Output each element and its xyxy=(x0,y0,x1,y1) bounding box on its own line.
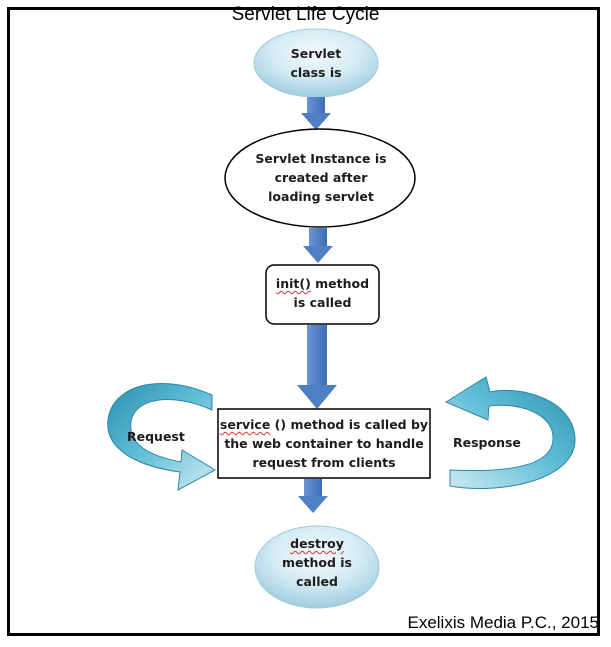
service-rest: () method is called by xyxy=(270,417,429,432)
diagram-title: Servlet Life Cycle xyxy=(231,4,380,25)
start-node-label: Servlet class is xyxy=(256,44,376,82)
instance-line-2: created after xyxy=(274,170,368,185)
service-line-2: the web container to handle xyxy=(224,436,424,451)
diagram-frame xyxy=(7,7,600,636)
init-rest: method xyxy=(310,276,370,291)
copyright-footer: Exelixis Media P.C., 2015 xyxy=(407,613,599,632)
start-line-1: Servlet xyxy=(290,46,342,61)
start-line-2: class is xyxy=(290,65,342,80)
arrow-down-3 xyxy=(297,325,337,409)
service-line-1: service () method is called by xyxy=(218,415,430,434)
init-node xyxy=(265,264,380,325)
destroy-word: destroy xyxy=(290,536,344,551)
init-node-label: init() method is called xyxy=(266,274,379,312)
arrow-down-4 xyxy=(298,479,328,513)
service-node xyxy=(217,408,431,479)
service-word: service xyxy=(219,417,271,432)
instance-node xyxy=(224,128,416,228)
destroy-line-1: destroy xyxy=(257,534,377,553)
response-curved-arrow xyxy=(444,376,576,489)
service-node-label: service () method is called by the web c… xyxy=(218,415,430,472)
request-curved-arrow xyxy=(107,382,217,491)
init-word: init() xyxy=(275,276,311,291)
destroy-line-2: method is xyxy=(282,555,352,570)
instance-node-label: Servlet Instance is created after loadin… xyxy=(240,149,402,206)
destroy-line-3: called xyxy=(296,574,338,589)
arrow-down-2 xyxy=(303,228,333,263)
instance-line-3: loading servlet xyxy=(268,189,374,204)
response-label: Response xyxy=(453,435,521,450)
init-line-1: init() method xyxy=(266,274,379,293)
request-label: Request xyxy=(127,429,185,444)
destroy-node-label: destroy method is called xyxy=(257,534,377,591)
destroy-node xyxy=(254,525,380,609)
instance-line-1: Servlet Instance is xyxy=(255,151,387,166)
service-line-3: request from clients xyxy=(252,455,396,470)
arrow-down-1 xyxy=(301,97,331,130)
init-line-2: is called xyxy=(293,295,352,310)
